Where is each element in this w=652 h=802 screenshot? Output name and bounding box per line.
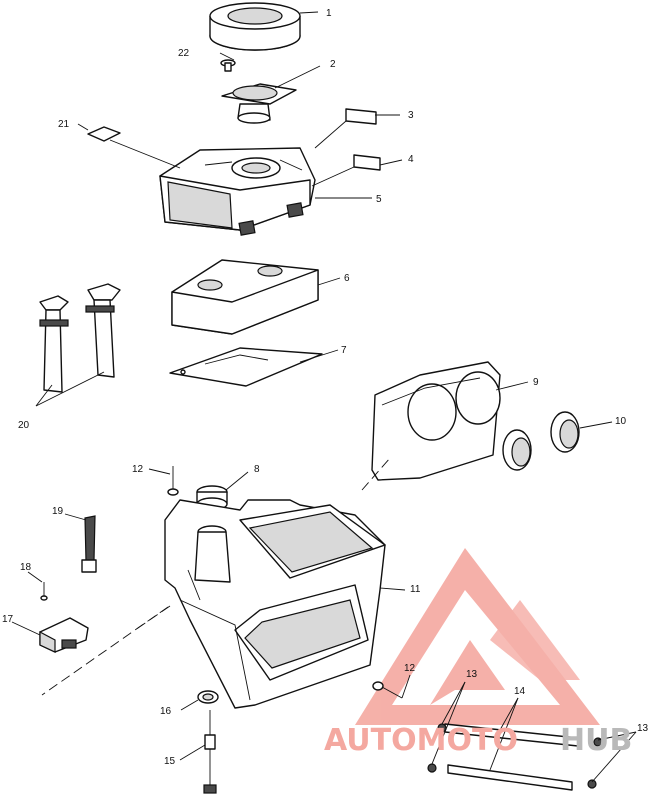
assembly-line-3 <box>134 605 171 631</box>
callout-9: 9 <box>533 377 539 388</box>
callout-11: 11 <box>410 584 421 595</box>
part-10-couplers <box>502 411 580 471</box>
leader-lines <box>11 11 637 783</box>
part-17-module <box>39 617 89 653</box>
part-1-ring <box>209 2 301 51</box>
part-9-back-plate <box>371 361 501 481</box>
callout-3: 3 <box>408 110 414 121</box>
callout-15: 15 <box>164 756 176 767</box>
part-5-airbox-cover <box>159 147 316 236</box>
part-16-grommet <box>197 690 219 704</box>
callout-5: 5 <box>376 194 382 205</box>
part-20-intake-boots <box>39 283 121 393</box>
assembly-line-2 <box>361 457 391 491</box>
callout-1: 1 <box>326 8 332 19</box>
part-2-adapter <box>221 83 297 124</box>
callout-18: 18 <box>20 562 32 573</box>
part-7-plate <box>169 347 323 387</box>
part-21-decal <box>87 126 121 142</box>
callout-8: 8 <box>254 464 260 475</box>
part-4-decal <box>353 154 381 171</box>
callout-14: 14 <box>514 686 526 697</box>
callout-numbers: 1 22 2 21 3 4 5 6 7 9 10 20 12 8 19 18 1… <box>2 8 649 767</box>
callout-13-left: 13 <box>466 669 478 680</box>
callout-16: 16 <box>160 706 172 717</box>
watermark-text-part2: HUB <box>560 723 632 758</box>
callout-20: 20 <box>18 420 30 431</box>
callout-4: 4 <box>408 154 414 165</box>
callout-6: 6 <box>344 273 350 284</box>
callout-7: 7 <box>341 345 347 356</box>
assembly-line-1 <box>41 606 169 696</box>
callout-10: 10 <box>615 416 627 427</box>
callout-19: 19 <box>52 506 64 517</box>
callout-2: 2 <box>330 59 336 70</box>
part-8-cap <box>196 485 228 511</box>
callout-13-right: 13 <box>637 723 649 734</box>
part-3-decal <box>345 108 377 125</box>
callout-12-upper: 12 <box>132 464 144 475</box>
part-18-screw <box>40 582 48 601</box>
part-15-drain <box>203 710 217 794</box>
part-19-strap <box>81 515 97 573</box>
part-12-bolt-upper <box>167 466 179 496</box>
callout-21: 21 <box>58 119 70 130</box>
part-6-foam-filter <box>171 259 319 335</box>
watermark-text-part1: AUTOMOTO <box>324 723 518 758</box>
callout-12-lower: 12 <box>404 663 416 674</box>
part-12-bolt-lower <box>372 681 403 699</box>
callout-22: 22 <box>178 48 190 59</box>
callout-17: 17 <box>2 614 14 625</box>
part-11-airbox-base <box>164 499 386 709</box>
part-22-pin <box>220 59 236 72</box>
watermark-text: AUTOMOTO HUB <box>324 723 632 758</box>
watermark-logo <box>355 548 600 725</box>
